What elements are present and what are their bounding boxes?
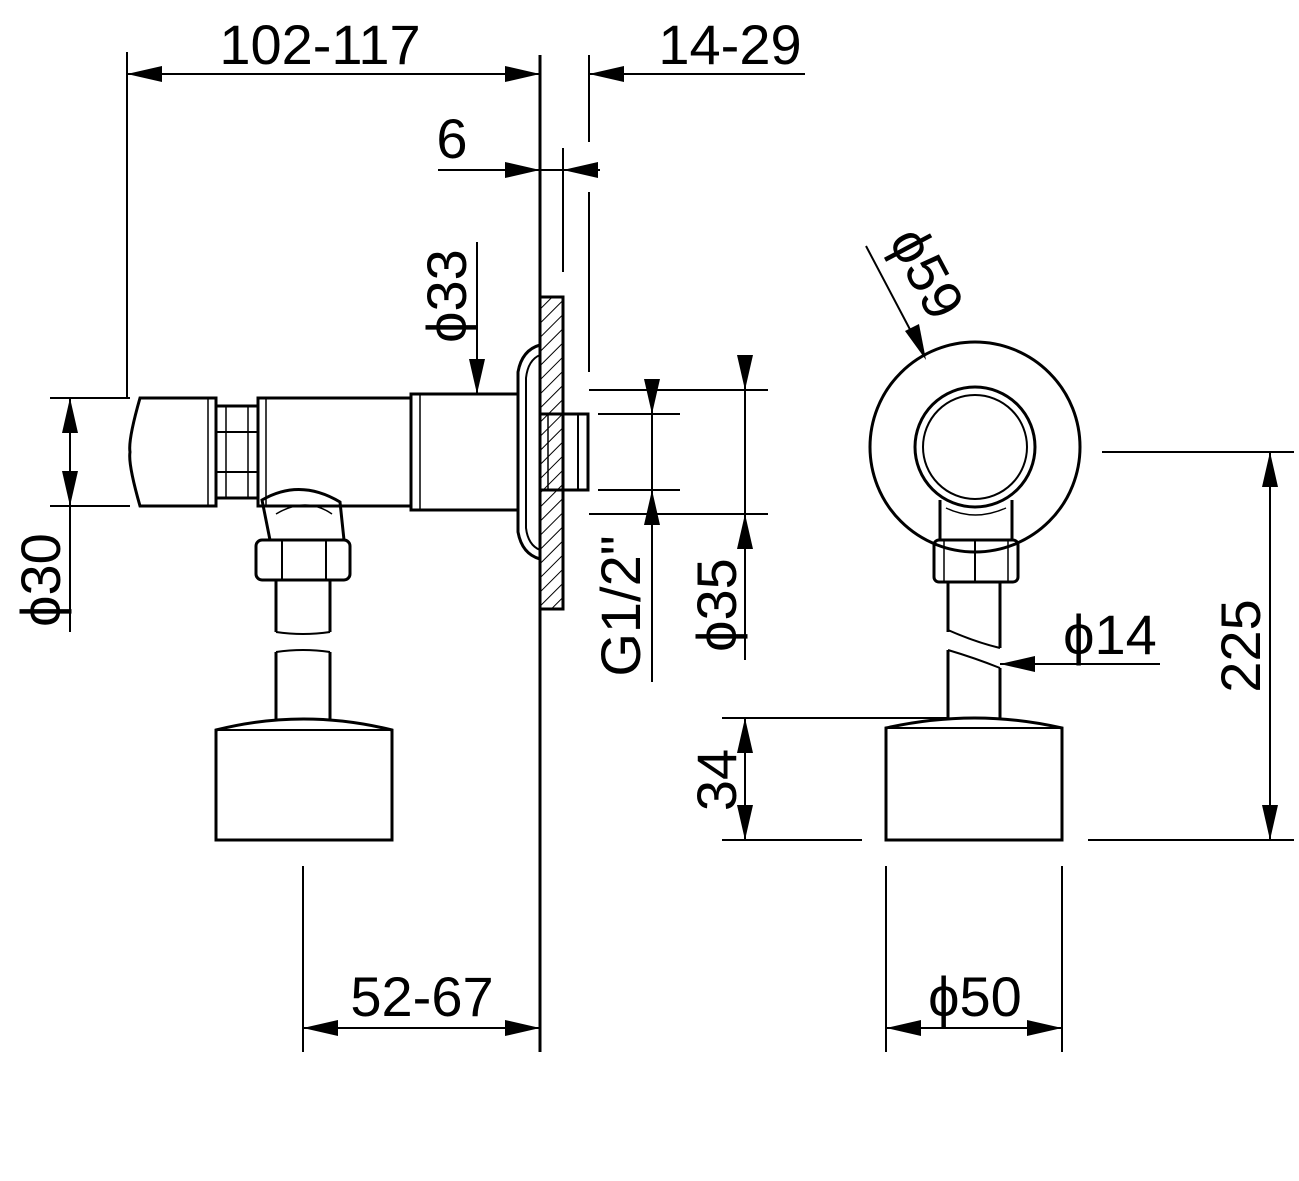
front-weight-body	[884, 716, 1064, 842]
dim-outlet-diameter: ϕ35	[589, 355, 768, 660]
valve-body-middle	[256, 396, 413, 508]
rosette-circle	[868, 340, 1082, 554]
body-circle-inner	[922, 394, 1028, 500]
front-view: ϕ59 ϕ14 225 34	[685, 217, 1294, 1052]
side-view: 102-117 14-29 6 ϕ33 ϕ30	[9, 13, 805, 1052]
dim-pipe-diameter-label: ϕ14	[1063, 603, 1157, 666]
dim-weight-diameter-label: ϕ50	[928, 965, 1022, 1028]
dim-body-diameter: ϕ33	[415, 242, 485, 394]
dim-overall-height: 225	[1088, 451, 1294, 841]
dim-wall-offset: 14-29	[589, 13, 805, 82]
dim-overall-height-label: 225	[1209, 599, 1272, 692]
dim-overall-length: 102-117	[126, 13, 540, 398]
weight-body	[214, 717, 394, 842]
outlet-neck	[260, 488, 346, 542]
rosette-inner	[525, 354, 541, 551]
body-circle-outer	[913, 385, 1037, 509]
front-neck-curve	[945, 507, 1007, 516]
front-pipe-break-top	[947, 629, 1001, 649]
rosette	[516, 343, 541, 561]
hex-nut	[254, 538, 352, 582]
dim-rosette-diameter: ϕ59	[865, 217, 977, 360]
dim-thread: G1/2"	[589, 379, 680, 682]
dim-weight-height-label: 34	[685, 749, 748, 811]
front-pipe-break-bottom	[947, 649, 1001, 669]
pipe-break-top	[275, 631, 331, 635]
dim-weight-height: 34	[685, 717, 948, 841]
wall-flange	[538, 295, 565, 611]
dim-wall-offset-label: 14-29	[658, 13, 801, 76]
dim-handle-diameter: ϕ30	[9, 397, 130, 632]
outlet-neck-inner	[275, 504, 333, 515]
outlet-thread	[538, 412, 590, 492]
dim-overall-length-label: 102-117	[219, 13, 420, 76]
spindle-neck	[214, 404, 260, 500]
dim-outlet-diameter-label: ϕ35	[685, 558, 748, 652]
dim-weight-offset-label: 52-67	[350, 965, 493, 1028]
dim-handle-diameter-label: ϕ30	[9, 533, 72, 627]
dim-pipe-diameter: ϕ14	[1000, 603, 1160, 672]
dim-weight-offset: 52-67	[302, 866, 540, 1052]
dim-thread-label: G1/2"	[589, 535, 652, 676]
handle-knob	[128, 396, 218, 508]
dim-weight-diameter: ϕ50	[885, 866, 1063, 1052]
dim-body-diameter-label: ϕ33	[415, 249, 478, 343]
dim-flange-thickness: 6	[436, 107, 600, 178]
valve-body-large	[409, 392, 520, 512]
dim-flange-thickness-label: 6	[436, 107, 467, 170]
dim-rosette-diameter-label: ϕ59	[877, 217, 977, 329]
pipe-break-bottom	[275, 649, 331, 653]
